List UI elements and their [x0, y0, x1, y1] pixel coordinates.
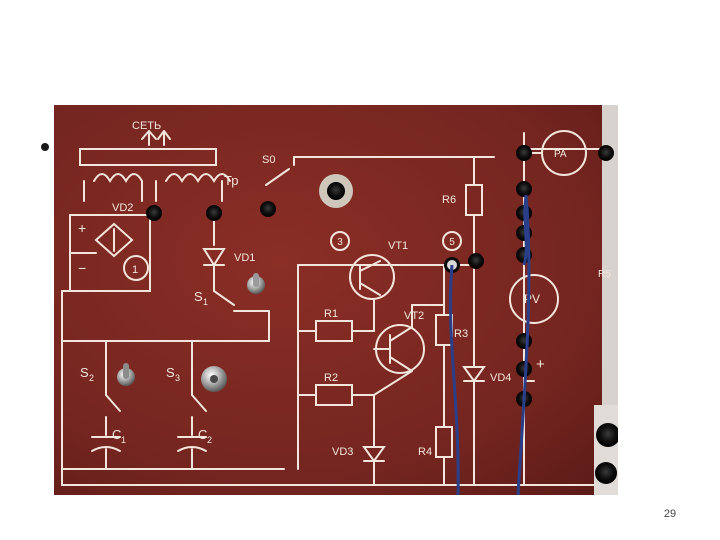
- r6-label: R6: [442, 194, 456, 206]
- page-number: 29: [663, 508, 677, 520]
- socket: [595, 462, 617, 484]
- socket: [516, 333, 532, 349]
- c2-label: C: [198, 427, 207, 442]
- toggle-switch-s2: [117, 363, 135, 386]
- mains-label: СЕТЬ: [132, 120, 161, 132]
- vd1-label: VD1: [234, 252, 255, 264]
- s0-label: S0: [262, 154, 275, 166]
- vd4-label: VD4: [490, 372, 511, 384]
- r3-label: R3: [454, 328, 468, 340]
- socket: [260, 201, 276, 217]
- r4-label: R4: [418, 446, 432, 458]
- socket: [596, 423, 620, 447]
- r1-label: R1: [324, 308, 338, 320]
- bullet-point: [41, 143, 49, 151]
- vt1-label: VT1: [388, 240, 408, 252]
- s3-sub: 3: [175, 373, 180, 383]
- vd2-label: VD2: [112, 202, 133, 214]
- socket: [146, 205, 162, 221]
- pa-label: PA: [554, 149, 567, 160]
- toggle-switch-s3: [201, 366, 227, 392]
- socket: [516, 145, 532, 161]
- transformer-label: Тр: [224, 173, 238, 188]
- s1-label: S: [194, 289, 203, 304]
- socket: [516, 181, 532, 197]
- socket: [516, 361, 532, 377]
- node-three-label: 3: [337, 237, 343, 248]
- one-label: 1: [132, 264, 138, 276]
- minus-sign: −: [78, 260, 86, 276]
- c1-sub: 1: [121, 435, 126, 445]
- toggle-switch-s1: [247, 273, 265, 294]
- plus-sign: +: [78, 220, 86, 236]
- r5-label: R5: [598, 269, 611, 280]
- vt2-label: VT2: [404, 310, 424, 322]
- circuit-board-photo: СЕТЬ Тр VD2 + − 1 VD1 S 1 S 2 S 3 C 1 C …: [54, 105, 620, 496]
- s3-label: S: [166, 365, 175, 380]
- s2-sub: 2: [89, 373, 94, 383]
- c2-sub: 2: [207, 435, 212, 445]
- node-five-label: 5: [449, 237, 455, 248]
- vd3-label: VD3: [332, 446, 353, 458]
- c1-label: C: [112, 427, 121, 442]
- socket: [206, 205, 222, 221]
- socket: [598, 145, 614, 161]
- s1-sub: 1: [203, 297, 208, 307]
- s2-label: S: [80, 365, 89, 380]
- pv-label: PV: [524, 292, 540, 306]
- r2-label: R2: [324, 372, 338, 384]
- socket: [468, 253, 484, 269]
- plus-right-sign: +: [536, 356, 545, 373]
